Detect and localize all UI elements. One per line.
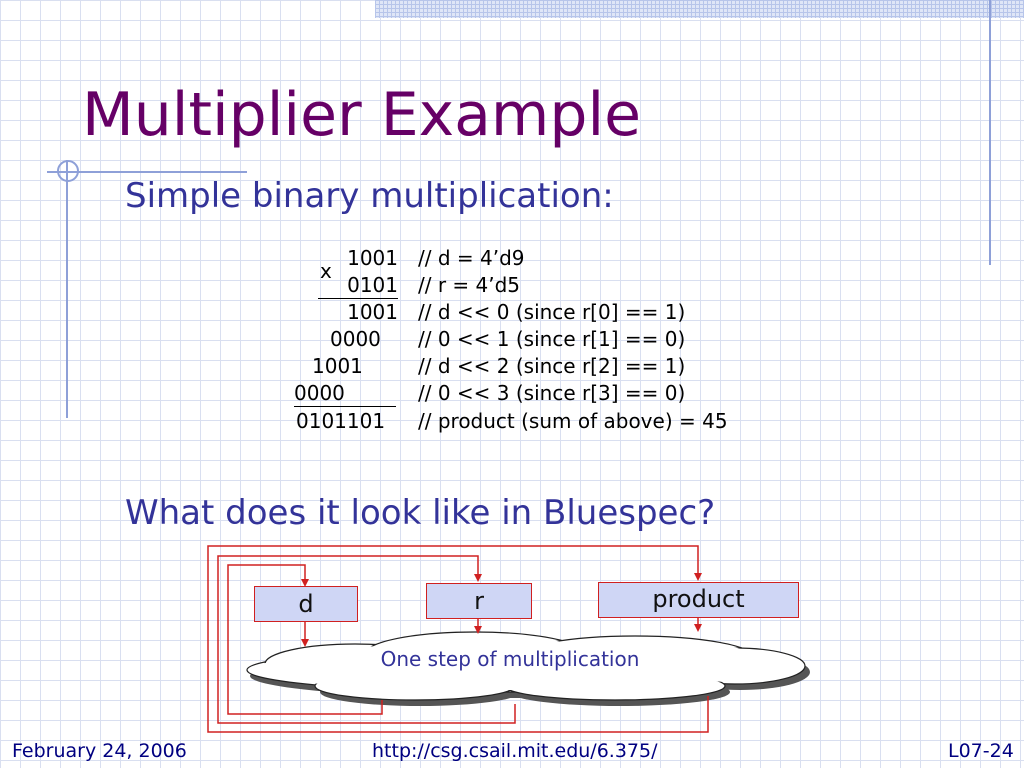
footer-url[interactable]: http://csg.csail.mit.edu/6.375/ [372,740,658,762]
operand-r: 0101 [318,272,398,299]
operand-d: 1001 [347,246,398,270]
partial-3-text: 0000 [294,381,345,405]
cloud-fill [249,634,803,698]
circle-ornament [57,160,79,182]
partial-3: 0000 [294,380,396,407]
product-result: 0101101 [296,409,386,433]
register-product: product [598,582,799,618]
slide-title: Multiplier Example [82,80,642,150]
top-decoration-bar [375,0,1024,18]
partial-2: 1001 [312,354,363,378]
comment-line-5: // d << 2 (since r[2] == 1) [418,354,686,378]
partial-0: 1001 [347,300,398,324]
comment-line-2: // r = 4’d5 [418,273,521,297]
operand-r-text: 0101 [347,273,398,297]
footer-page-number: L07-24 [948,740,1014,762]
comment-line-3: // d << 0 (since r[0] == 1) [418,300,686,324]
right-vertical-rule [989,0,991,265]
comment-line-6: // 0 << 3 (since r[3] == 0) [418,381,686,405]
left-vertical-rule [66,160,68,418]
register-r: r [426,583,532,619]
bullet-simple-binary: Simple binary multiplication: [125,176,614,216]
register-d: d [254,586,358,622]
comment-line-1: // d = 4’d9 [418,246,525,270]
title-underline-rule [47,171,247,173]
bullet-bluespec-question: What does it look like in Bluespec? [125,493,716,533]
cloud-label: One step of multiplication [380,647,640,671]
footer-date: February 24, 2006 [12,740,187,762]
comment-line-4: // 0 << 1 (since r[1] == 0) [418,327,686,351]
partial-1: 0000 [330,327,381,351]
wire-set [207,545,709,733]
times-sign: x [320,259,332,283]
comment-line-7: // product (sum of above) = 45 [418,409,728,433]
